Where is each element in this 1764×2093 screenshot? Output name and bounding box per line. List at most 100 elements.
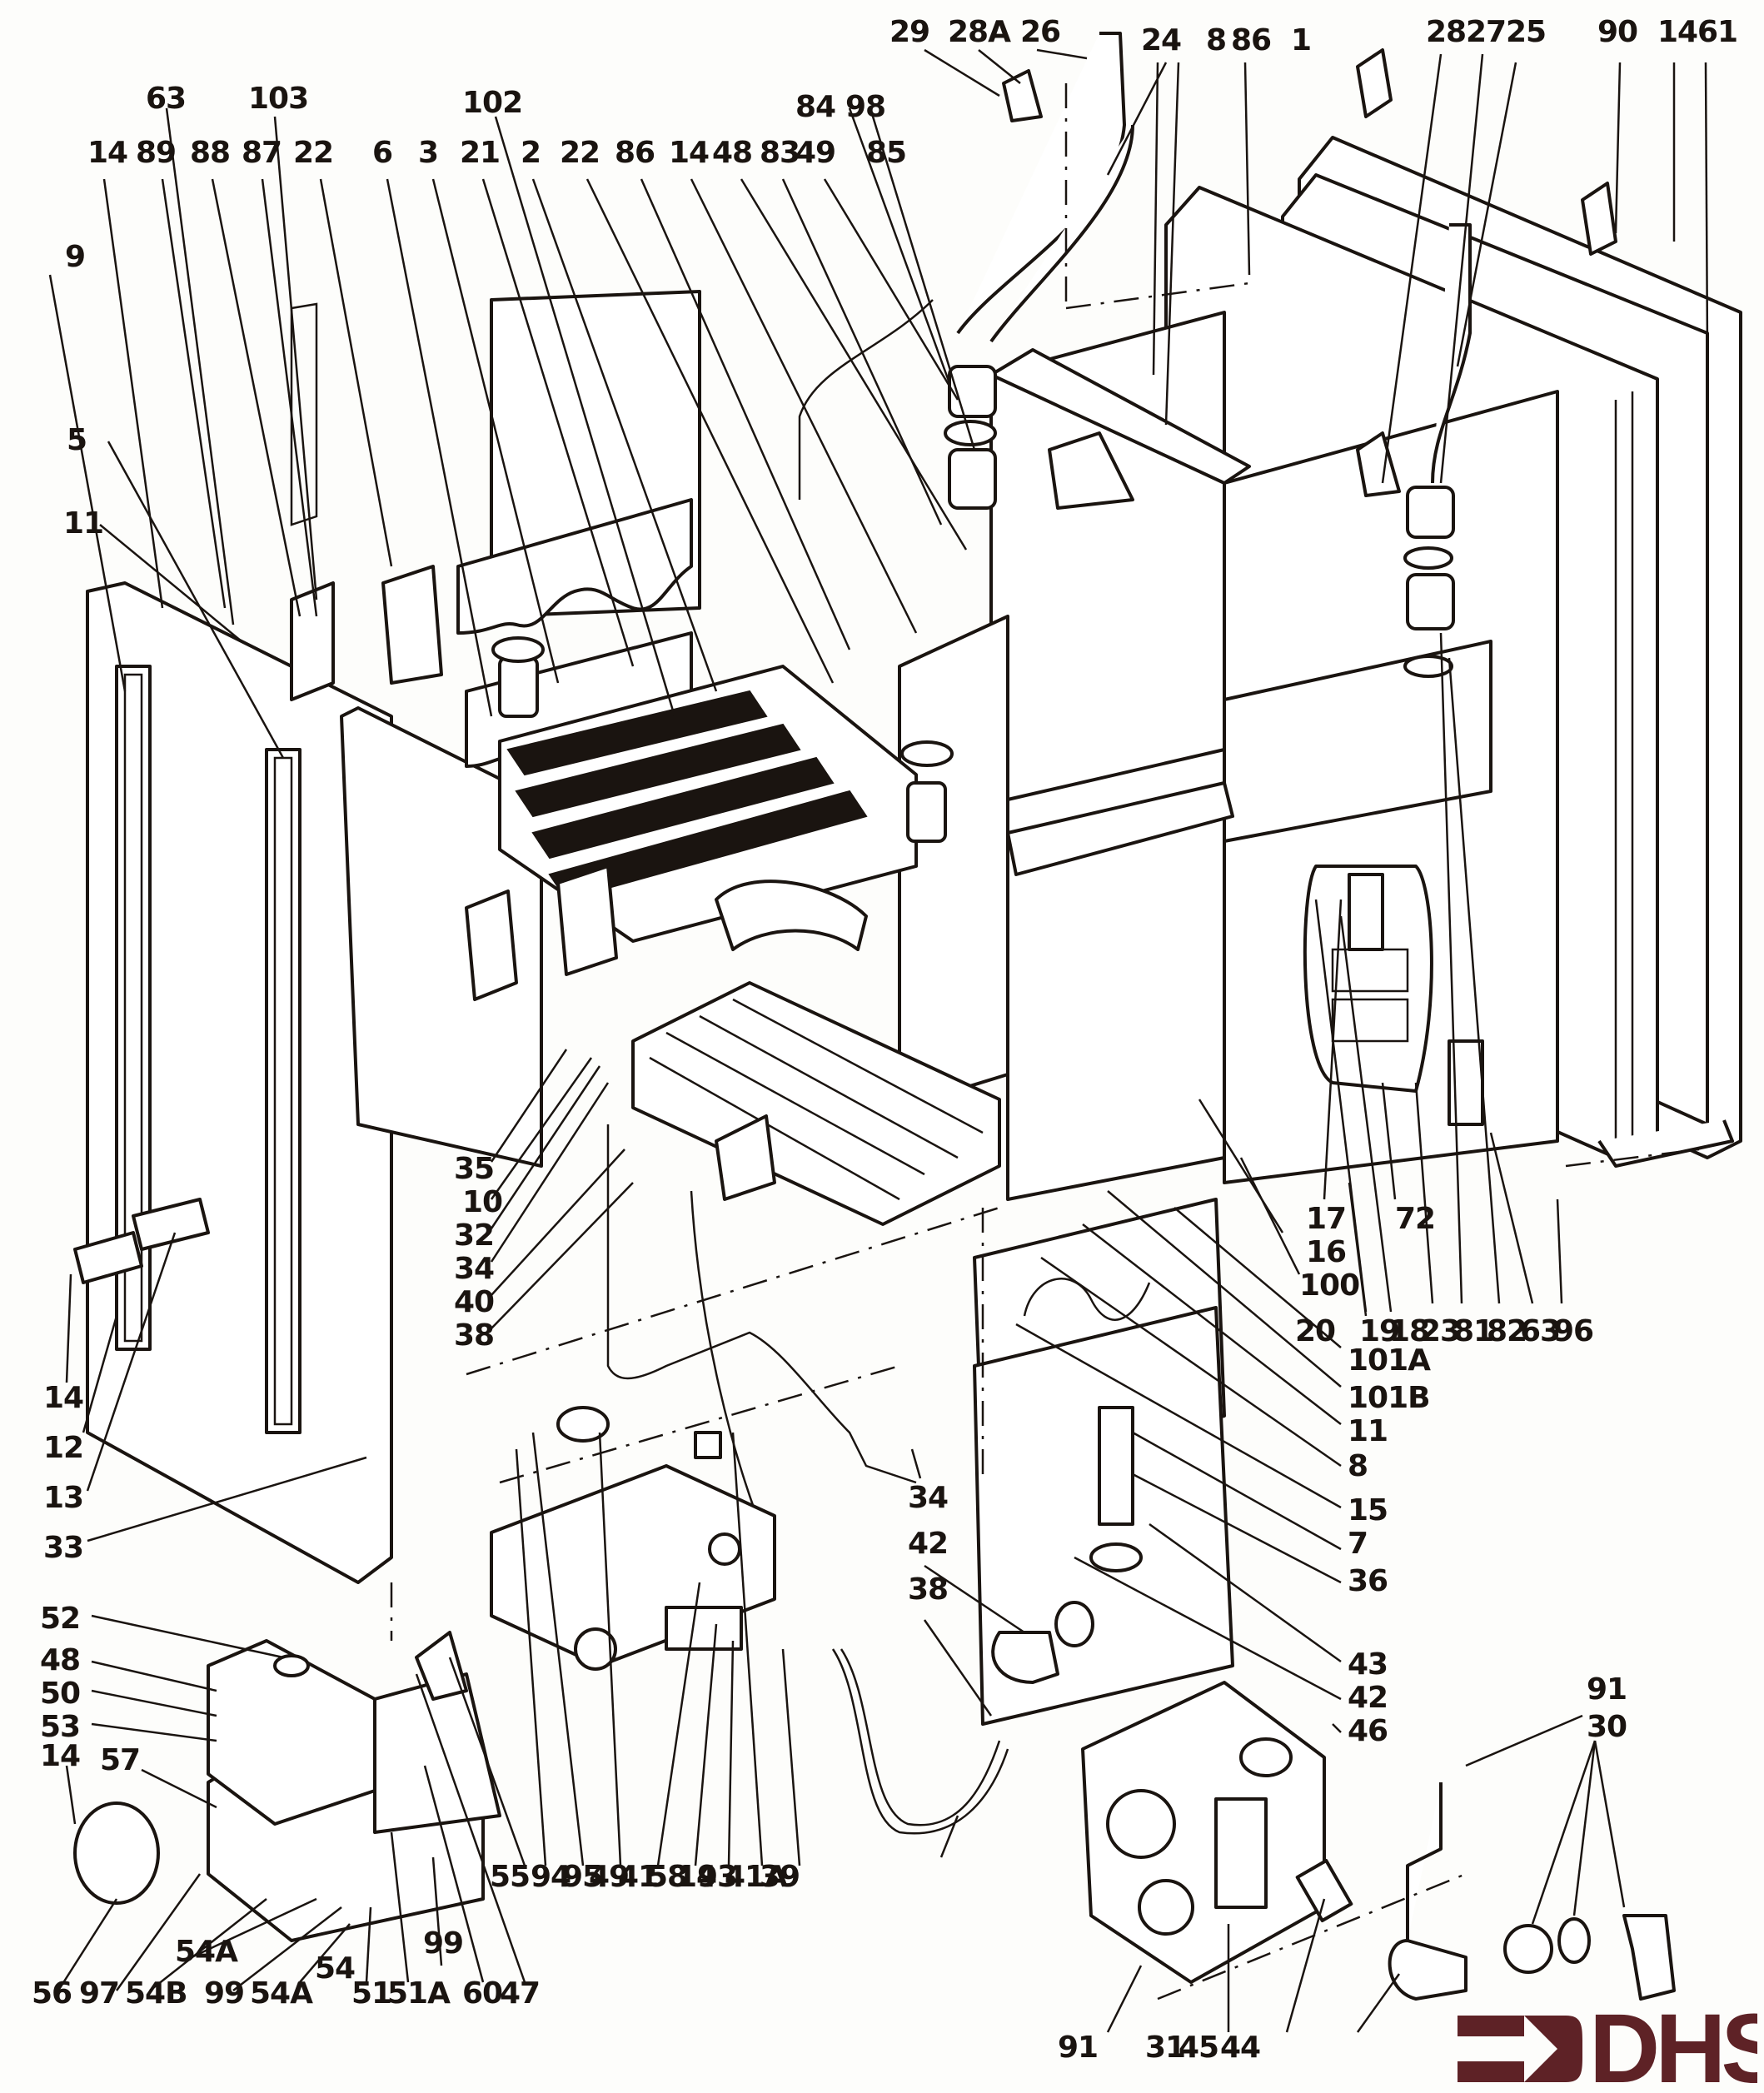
label-24: 24 — [1141, 23, 1181, 57]
label-34: 34 — [454, 1252, 494, 1286]
label-86b: 86 — [615, 136, 655, 170]
label-54: 54 — [315, 1951, 355, 1986]
label-48b: 48 — [40, 1643, 80, 1677]
label-60: 60 — [462, 1976, 502, 2011]
label-54a-upper: 54A — [175, 1935, 238, 1969]
label-25: 25 — [1506, 15, 1546, 49]
lower-back-panel — [973, 1198, 1234, 1726]
label-14: 14 — [1657, 15, 1697, 49]
label-81: 81 — [1453, 1314, 1493, 1348]
label-49: 49 — [795, 136, 835, 170]
label-82: 82 — [1487, 1314, 1527, 1348]
label-42: 42 — [1348, 1681, 1388, 1715]
pipe-fittings — [1388, 1782, 1676, 2001]
label-38: 38 — [454, 1318, 494, 1353]
label-34b: 34 — [908, 1481, 948, 1515]
label-7: 7 — [1348, 1527, 1368, 1561]
gas-valve — [1081, 1681, 1353, 1984]
label-12: 12 — [43, 1431, 83, 1465]
label-15: 15 — [1348, 1493, 1388, 1527]
label-33: 33 — [43, 1531, 83, 1565]
label-93: 93 — [697, 1860, 737, 1894]
label-11: 11 — [63, 506, 103, 541]
label-97: 97 — [79, 1976, 119, 2011]
label-41: 41 — [618, 1860, 658, 1894]
label-30: 30 — [1587, 1710, 1627, 1744]
label-43: 43 — [1348, 1647, 1388, 1682]
label-54a: 54A — [250, 1976, 313, 2011]
label-91: 91 — [1058, 2031, 1098, 2065]
label-13: 13 — [43, 1481, 83, 1515]
label-20: 20 — [1295, 1314, 1335, 1348]
alignment-lines — [390, 83, 1700, 2001]
label-5: 5 — [67, 423, 87, 457]
label-51a: 51A — [387, 1976, 451, 2011]
label-40: 40 — [454, 1285, 494, 1319]
thermocouple-wire — [831, 1648, 1009, 1835]
label-94: 94 — [531, 1860, 571, 1894]
part-labels: 29 28A 26 24 8 86 1 28 27 25 90 14 61 63… — [32, 15, 1738, 2065]
label-18: 18 — [1389, 1314, 1429, 1348]
label-102: 102 — [462, 86, 522, 120]
bracket-top — [1002, 48, 1617, 497]
label-101b: 101B — [1348, 1381, 1430, 1415]
label-39: 39 — [760, 1860, 800, 1894]
label-35: 35 — [454, 1152, 494, 1186]
label-55: 55 — [490, 1860, 530, 1894]
label-45: 45 — [1178, 2031, 1218, 2065]
dhs-logo-text: DHS — [1589, 2007, 1757, 2091]
label-87: 87 — [242, 136, 282, 170]
label-41a: 41A — [725, 1860, 788, 1894]
flue-pipe-left — [798, 32, 1134, 510]
label-56: 56 — [32, 1976, 72, 2011]
label-8: 8 — [1206, 23, 1226, 57]
burner-assembly — [631, 981, 1001, 1226]
label-10: 10 — [462, 1185, 502, 1219]
label-31: 31 — [1145, 2031, 1185, 2065]
label-51: 51 — [351, 1976, 391, 2011]
label-14: 14 — [87, 136, 127, 170]
label-98: 98 — [845, 90, 885, 124]
burner-control-block — [490, 1406, 776, 1671]
label-86: 86 — [1231, 23, 1271, 57]
label-42b: 42 — [908, 1527, 948, 1561]
label-95: 95 — [562, 1860, 602, 1894]
label-14e: 14 — [676, 1860, 716, 1894]
label-89: 89 — [136, 136, 176, 170]
label-46: 46 — [1348, 1714, 1388, 1748]
label-22b: 22 — [560, 136, 600, 170]
label-72: 72 — [1395, 1202, 1435, 1236]
label-36: 36 — [1348, 1564, 1388, 1598]
label-28: 28 — [1426, 15, 1466, 49]
label-54b: 54B — [125, 1976, 187, 2011]
label-2: 2 — [521, 136, 541, 170]
label-53: 53 — [40, 1710, 80, 1744]
front-panel — [73, 581, 393, 1584]
label-38b: 38 — [908, 1572, 948, 1607]
label-9: 9 — [65, 240, 85, 274]
label-16: 16 — [1306, 1235, 1346, 1269]
label-52: 52 — [40, 1602, 80, 1636]
label-44: 44 — [1220, 2031, 1260, 2065]
label-32: 32 — [454, 1218, 494, 1253]
label-14b: 14 — [669, 136, 709, 170]
label-17: 17 — [1306, 1202, 1346, 1236]
label-96: 96 — [1553, 1314, 1593, 1348]
label-88: 88 — [190, 136, 230, 170]
label-48: 48 — [712, 136, 752, 170]
label-100: 100 — [1299, 1268, 1359, 1303]
leader-lines — [48, 48, 1709, 2033]
label-14c: 14 — [43, 1381, 83, 1415]
label-61: 61 — [1697, 15, 1737, 49]
label-63b: 63 — [1520, 1314, 1560, 1348]
label-1: 1 — [1291, 23, 1311, 57]
label-49b: 49 — [589, 1860, 629, 1894]
label-50: 50 — [40, 1677, 80, 1711]
heat-exchanger — [491, 636, 954, 951]
label-63: 63 — [146, 82, 186, 116]
control-box — [73, 1631, 501, 1942]
dhs-logo: DHS — [1458, 2007, 1757, 2091]
label-99: 99 — [204, 1976, 244, 2011]
mounting-blocks — [290, 565, 618, 1001]
